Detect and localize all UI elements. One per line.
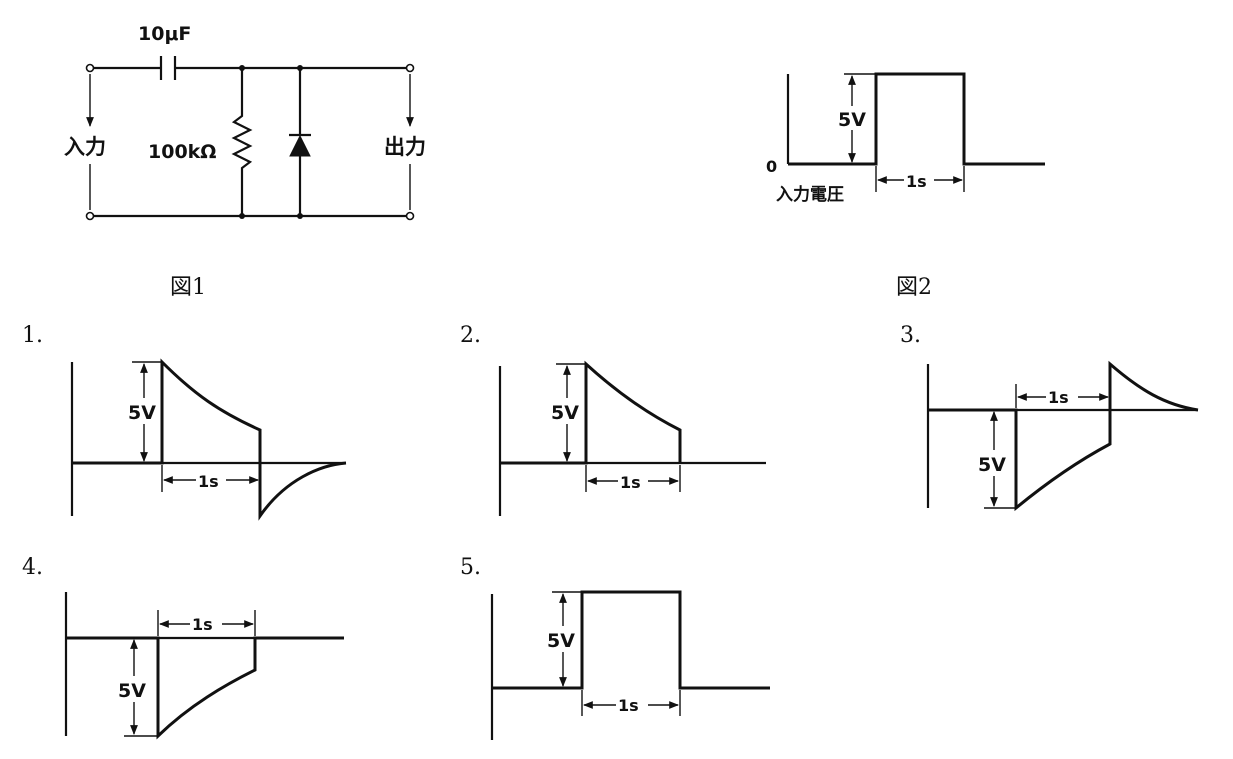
option-5-waveform	[492, 590, 770, 690]
output-terminal-top	[405, 63, 415, 73]
option-5: 5. 5V 1s	[460, 555, 770, 740]
label-mask	[904, 170, 934, 190]
figure-2-caption: 図2	[896, 275, 932, 300]
label-mask	[551, 398, 581, 424]
figure-1-caption: 図1	[170, 275, 206, 300]
resistor-icon	[231, 68, 253, 216]
input-pulse-waveform	[788, 72, 1045, 166]
amplitude-label: 5V	[978, 454, 1006, 476]
zero-label: 0	[766, 157, 777, 176]
option-number: 4.	[22, 555, 43, 580]
output-terminal-bottom	[405, 211, 415, 221]
input-label: 入力	[64, 135, 106, 159]
label-mask	[978, 450, 1008, 476]
duration-label: 1s	[198, 472, 219, 491]
amplitude-label: 5V	[551, 402, 579, 424]
label-mask	[128, 398, 158, 424]
label-mask	[618, 471, 648, 491]
amplitude-label: 5V	[128, 402, 156, 424]
input-terminal-bottom	[85, 211, 95, 221]
duration-label: 1s	[618, 696, 639, 715]
option-number: 1.	[22, 323, 43, 348]
label-mask	[838, 106, 868, 130]
option-2: 2. 5V 1s	[460, 323, 766, 516]
capacitor-label: 10μF	[138, 23, 191, 45]
label-mask	[547, 626, 577, 652]
option-4-waveform	[66, 636, 344, 740]
option-2-waveform	[500, 360, 682, 465]
option-1-waveform	[72, 358, 347, 521]
option-3-waveform	[928, 360, 1199, 512]
duration-label: 1s	[620, 473, 641, 492]
label-mask	[190, 613, 222, 633]
amplitude-label: 5V	[118, 680, 146, 702]
label-mask	[118, 676, 148, 702]
label-mask	[616, 694, 648, 714]
label-mask	[196, 470, 226, 490]
option-1: 1. 5V 1s	[22, 323, 347, 521]
figure-1-circuit: 10μF 100kΩ 入力 出力 図1	[64, 23, 426, 300]
resistor-label: 100kΩ	[148, 141, 216, 163]
amplitude-label: 5V	[838, 109, 866, 131]
diode-icon	[289, 68, 311, 216]
input-terminal-top	[85, 63, 95, 73]
option-number: 3.	[900, 323, 921, 348]
figure-2-input-pulse: 5V 0 1s 入力電圧 図2	[766, 72, 1045, 300]
option-4: 4. 1s 5V	[22, 555, 344, 740]
label-mask	[1046, 386, 1078, 406]
duration-label: 1s	[1048, 388, 1069, 407]
duration-label: 1s	[906, 172, 927, 191]
option-number: 2.	[460, 323, 481, 348]
amplitude-label: 5V	[547, 630, 575, 652]
input-voltage-label: 入力電圧	[776, 184, 844, 205]
output-label: 出力	[384, 135, 426, 159]
duration-label: 1s	[192, 615, 213, 634]
option-number: 5.	[460, 555, 481, 580]
option-3: 3. 1s 5V	[900, 323, 1199, 512]
